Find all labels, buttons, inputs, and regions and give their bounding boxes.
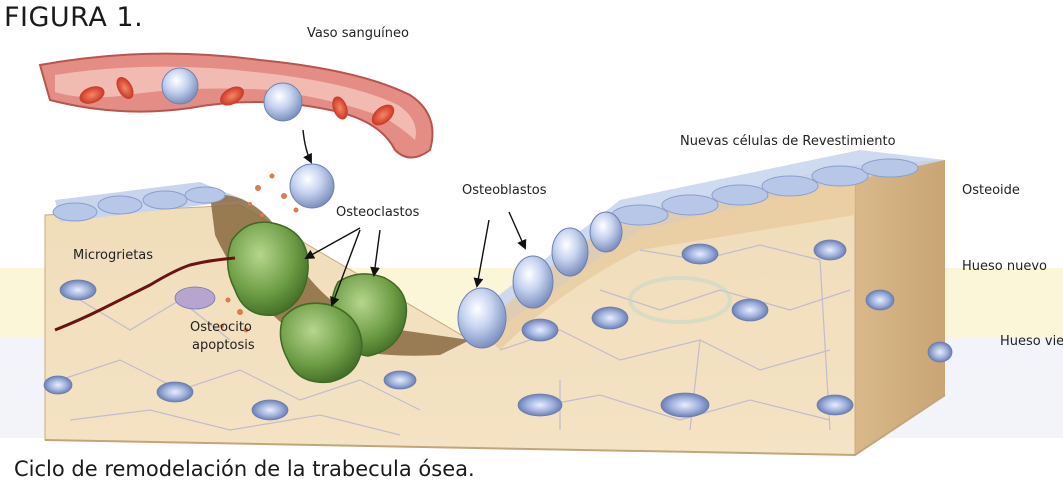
label-hueso-nuevo: Hueso nuevo	[962, 259, 1047, 274]
label-nuevas-celulas: Nuevas células de Revestimiento	[680, 134, 896, 149]
figure-caption: Ciclo de remodelación de la trabecula ós…	[14, 457, 475, 481]
label-osteoclastos: Osteoclastos	[336, 205, 419, 220]
precursor-cell	[290, 164, 334, 208]
label-osteocito: Osteocito	[190, 320, 252, 335]
label-osteoide: Osteoide	[962, 183, 1020, 198]
label-microgrietas: Microgrietas	[73, 248, 153, 263]
figure-title: FIGURA 1.	[4, 2, 143, 33]
label-apoptosis: apoptosis	[192, 338, 255, 353]
label-vaso-sanguineo: Vaso sanguíneo	[307, 26, 409, 41]
label-osteoblastos: Osteoblastos	[462, 183, 546, 198]
label-hueso-viejo: Hueso viejo	[1000, 334, 1063, 349]
blood-vessel	[40, 54, 433, 158]
